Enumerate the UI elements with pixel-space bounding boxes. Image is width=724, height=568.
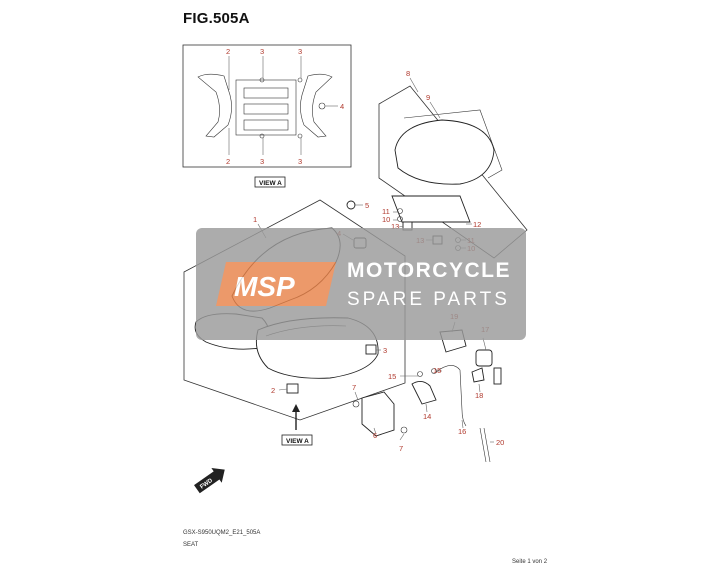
watermark-line-1: MOTORCYCLE xyxy=(347,259,511,282)
callout-9: 9 xyxy=(426,93,430,102)
rear-seat-handle-9 xyxy=(403,109,503,179)
section-name: SEAT xyxy=(183,542,199,548)
watermark-panel xyxy=(196,228,526,340)
callout-6: 6 xyxy=(373,431,377,440)
lock-cylinder-17 xyxy=(475,349,493,367)
inset-callout-3-top-right: 3 xyxy=(298,47,302,56)
inset-view-label: VIEW A xyxy=(259,180,282,187)
inset-damper-3d xyxy=(297,133,303,139)
rear-seat-bracket-plate xyxy=(391,195,471,223)
bolt-7a xyxy=(352,400,360,408)
watermark: MSP MOTORCYCLE SPARE PARTS xyxy=(196,228,526,340)
callout-11a: 11 xyxy=(382,207,390,216)
callout-16: 16 xyxy=(458,427,466,436)
inset-view-label-box xyxy=(254,176,286,188)
inset-damper-3c xyxy=(259,133,265,139)
seat-base-slot-1 xyxy=(243,87,289,99)
latch-14 xyxy=(411,381,437,405)
inset-view-a: 2 3 3 4 2 3 3 VIEW A xyxy=(182,44,352,188)
watermark-line-2: SPARE PARTS xyxy=(347,289,510,310)
inset-callout-4: 4 xyxy=(340,102,344,111)
lock-bracket-6 xyxy=(361,391,395,437)
callout-3: 3 xyxy=(383,346,387,355)
callout-7a: 7 xyxy=(352,383,356,392)
bolt-7b xyxy=(400,426,408,434)
callout-15a: 15 xyxy=(388,372,396,381)
clip-15b xyxy=(431,368,437,374)
seat-base-slot-3 xyxy=(243,119,289,131)
watermark-logo-badge xyxy=(216,262,336,306)
callout-15b: 15 xyxy=(433,366,441,375)
inset-callout-3-top-left: 3 xyxy=(260,47,264,56)
helmet-wire-20 xyxy=(479,427,491,463)
callout-13a: 13 xyxy=(391,222,399,231)
inset-damper-3a xyxy=(259,77,265,83)
view-a-arrow-head xyxy=(292,404,300,412)
inset-callout-3-bottom-right: 3 xyxy=(298,157,302,166)
inset-bolt-4 xyxy=(318,102,326,110)
callout-12: 12 xyxy=(473,220,481,229)
lock-cable-16 xyxy=(435,365,467,427)
watermark-logo-text: MSP xyxy=(234,271,295,302)
seat-base-center-plate xyxy=(235,79,297,136)
callout-5: 5 xyxy=(365,201,369,210)
washer-11a xyxy=(397,208,403,214)
damper-2 xyxy=(286,383,299,394)
inset-frame xyxy=(182,44,352,168)
callout-14: 14 xyxy=(423,412,431,421)
seat-base-right-rail xyxy=(300,73,333,138)
fwd-badge: FWD xyxy=(194,468,225,494)
callout-18: 18 xyxy=(475,391,483,400)
inset-damper-3b xyxy=(297,77,303,83)
page-indicator: Seite 1 von 2 xyxy=(512,559,548,565)
inset-callout-2-bottom: 2 xyxy=(226,157,230,166)
damper-3 xyxy=(365,344,377,355)
fwd-arrow-icon xyxy=(194,468,225,494)
figure-title: FIG.505A xyxy=(183,10,250,27)
main-view-label-box xyxy=(281,434,313,446)
front-seat-frame xyxy=(183,199,406,421)
callout-8: 8 xyxy=(406,69,410,78)
seat-base-left-rail xyxy=(197,73,232,138)
key-18 xyxy=(493,367,502,385)
inset-callout-3-bottom-left: 3 xyxy=(260,157,264,166)
callout-1: 1 xyxy=(253,215,257,224)
lock-cover-18 xyxy=(471,367,485,383)
bolt-5 xyxy=(346,200,356,210)
inset-callout-2-top: 2 xyxy=(226,47,230,56)
model-code: GSX-S950UQM2_E21_505A xyxy=(183,530,261,536)
callout-2: 2 xyxy=(271,386,275,395)
callout-10a: 10 xyxy=(382,215,390,224)
clip-15a xyxy=(417,371,423,377)
main-view-label: VIEW A xyxy=(286,438,309,445)
callout-20: 20 xyxy=(496,438,504,447)
washer-10a xyxy=(397,216,403,222)
callout-7b: 7 xyxy=(399,444,403,453)
rear-seat-cushion xyxy=(394,119,495,185)
seat-base-slot-2 xyxy=(243,103,289,115)
